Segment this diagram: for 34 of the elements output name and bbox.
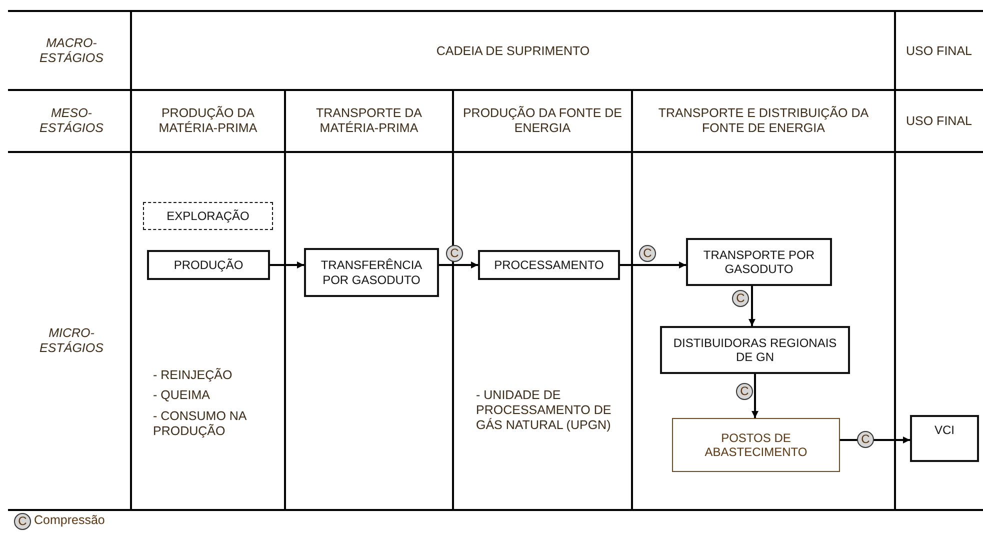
edge-label: C xyxy=(446,245,463,262)
list-item: - REINJEÇÃO xyxy=(153,368,232,382)
column-header: TRANSPORTE E DISTRIBUIÇÃO DA FONTE DE ENERGIA xyxy=(657,106,870,136)
list-item: - UNIDADE DE PROCESSAMENTO DE GÁS NATURAL (UPGN) xyxy=(476,388,612,432)
list-item: - CONSUMO NA PRODUÇÃO xyxy=(153,409,248,439)
header-text: MICRO- ESTÁGIOS xyxy=(38,326,104,356)
arrow xyxy=(748,286,756,326)
process-box: TRANSFERÊNCIA POR GASODUTO xyxy=(304,248,439,297)
process-box: POSTOS DE ABASTECIMENTO xyxy=(672,418,840,472)
process-box: TRANSPORTE POR GASODUTO xyxy=(686,238,832,286)
arrow xyxy=(752,374,758,418)
header-text: USO FINAL xyxy=(906,44,972,58)
process-box: PRODUÇÃO xyxy=(147,250,270,280)
header-text: MACRO- ESTÁGIOS xyxy=(38,36,104,66)
edge-label: C xyxy=(857,431,874,448)
arrow xyxy=(439,262,478,268)
process-box: EXPLORAÇÃO xyxy=(143,202,273,230)
column-header: TRANSPORTE DA MATÉRIA-PRIMA xyxy=(314,106,424,136)
column-header: USO FINAL xyxy=(906,114,972,128)
header-text: CADEIA DE SUPRIMENTO xyxy=(436,44,590,58)
arrow xyxy=(620,262,686,268)
legend-swatch: C xyxy=(14,513,31,530)
list-item: - QUEIMA xyxy=(153,388,210,402)
edge-label: C xyxy=(732,290,749,307)
column-header: PRODUÇÃO DA MATÉRIA-PRIMA xyxy=(158,106,258,136)
column-header: PRODUÇÃO DA FONTE DE ENERGIA xyxy=(462,106,624,136)
process-box: PROCESSAMENTO xyxy=(478,250,620,280)
legend-text: Compressão xyxy=(34,513,105,527)
arrow xyxy=(270,262,304,268)
process-box: VCI xyxy=(910,415,979,462)
edge-label: C xyxy=(736,383,753,400)
header-text: MESO- ESTÁGIOS xyxy=(38,106,104,136)
process-box: DISTIBUIDORAS REGIONAIS DE GN xyxy=(660,326,850,374)
edge-label: C xyxy=(639,245,656,262)
